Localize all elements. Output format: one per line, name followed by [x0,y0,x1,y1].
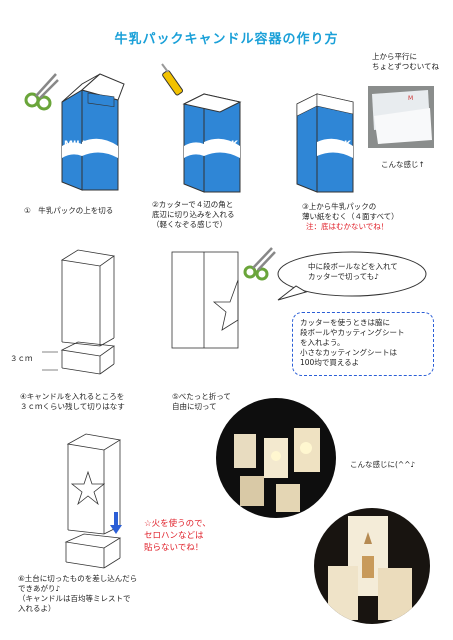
bubble1-text: 中に段ボールなどを入れて カッターで切っても♪ [308,262,398,281]
photo-note: こんな感じ↑ [381,160,425,169]
step6-caption: ⑥土台に切ったものを差し込んだら できあがり♪ （キャンドルは百均等ミレストで … [18,574,138,613]
down-arrow-icon [110,512,122,534]
step3-warning: 注：底はむかないでね！ [306,222,389,231]
dimension-label: ３ｃｍ [10,354,33,363]
cut-carton-drawing [60,249,116,375]
step1-caption: ① 牛乳パックの上を切る [24,206,114,215]
fire-warning: ☆火を使うので、 セロハンなどは 貼らないでね！ [144,519,211,553]
step5-caption: ⑤べたっと折って 自由に切って [172,392,231,411]
step4-caption: ④キャンドルを入れるところを ３ｃｍくらい残して切りはなす [20,392,125,411]
milk-label-3: MILK [326,140,352,150]
milk-carton-1 [61,73,125,191]
page-title: 牛乳パックキャンドル容器の作り方 [114,32,339,47]
speech-bubble-1 [277,251,427,301]
peeling-photo: M [368,86,434,148]
flat-panel-star-drawing [171,251,239,349]
svg-text:M: M [408,95,413,102]
step3-caption: ③上から牛乳パックの 薄い紙をむく（４面すべて） [302,202,399,221]
milk-label-2: MILK [213,140,239,150]
lanterns-photo-1 [216,398,336,518]
tip-box [292,312,434,376]
milk-carton-2 [182,93,242,193]
result-note: こんな感じに(^^♪ [350,460,416,469]
dimension-line [42,351,58,371]
scissors-icon [24,73,59,111]
tip-box-text: カッターを使うときは脇に 段ボールやカッティングシート を入れよう。 小さなカッ… [300,318,405,367]
finished-lantern-drawing [64,433,122,569]
step2-caption: ②カッターで４辺の角と 底辺に切り込みを入れる （軽くなぞる感じで） [152,200,235,229]
milk-carton-3 [296,93,354,193]
peel-note: 上から平行に ちょとずつむいてね [372,52,440,71]
cutter-icon [161,63,184,96]
scissors-icon-2 [243,247,276,281]
milk-label-1: MILK [64,140,90,150]
lanterns-photo-2 [314,508,430,624]
